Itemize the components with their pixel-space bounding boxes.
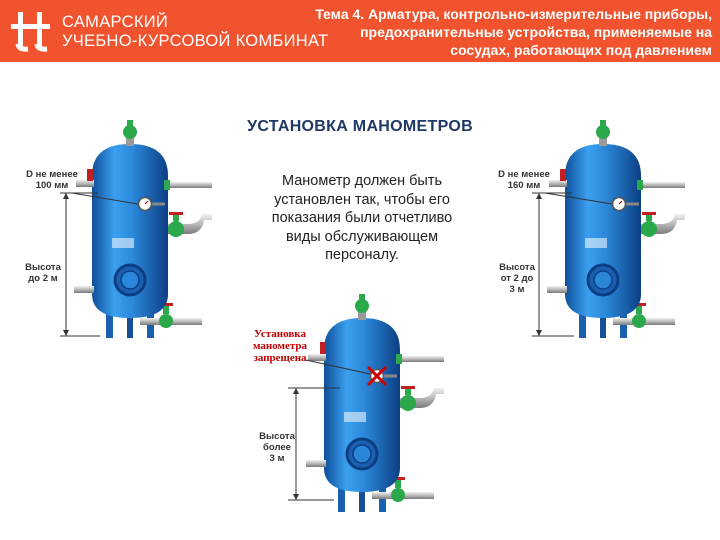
logo-line-2: УЧЕБНО-КУРСОВОЙ КОМБИНАТ (62, 32, 329, 50)
vessel-left (60, 118, 214, 340)
warning-line-1: Установка (254, 328, 306, 340)
diameter-right-line-1: D не менее (498, 169, 550, 180)
height-right-line-1: Высота (499, 262, 535, 273)
diameter-right-line-2: 160 мм (507, 180, 541, 191)
height-left-line-2: до 2 м (28, 273, 58, 284)
red-cross-icon (366, 365, 388, 387)
height-center-line-1: Высота (259, 431, 295, 442)
height-label-center: Высота более 3 м (254, 431, 300, 464)
slide-title: УСТАНОВКА МАНОМЕТРОВ (247, 118, 473, 135)
logo-text: САМАРСКИЙ УЧЕБНО-КУРСОВОЙ КОМБИНАТ (62, 13, 328, 51)
vessel-right (532, 118, 687, 340)
height-right-line-2: от 2 до (500, 273, 534, 284)
diameter-label-left: D не менее 100 мм (20, 169, 84, 191)
diameter-label-right: D не менее 160 мм (492, 169, 556, 191)
height-label-right: Высота от 2 до 3 м (494, 262, 540, 295)
warning-label: Установка манометра запрещена (244, 328, 316, 364)
t-plus-logo-icon (11, 12, 50, 52)
topic-title: Тема 4. Арматура, контрольно-измерительн… (315, 6, 712, 58)
warning-line-3: запрещена (253, 352, 307, 364)
height-label-left: Высота до 2 м (20, 262, 66, 284)
height-right-line-3: 3 м (509, 284, 525, 295)
red-valve-right (560, 169, 566, 181)
installation-note: Манометр должен быть установлен так, что… (271, 173, 453, 263)
red-valve-left (87, 169, 93, 181)
header-bar: САМАРСКИЙ УЧЕБНО-КУРСОВОЙ КОМБИНАТ Тема … (0, 0, 720, 62)
logo-line-1: САМАРСКИЙ (62, 13, 169, 31)
diameter-left-line-2: 100 мм (35, 180, 69, 191)
diameter-left-line-1: D не менее (26, 169, 78, 180)
height-center-line-2: более (263, 442, 291, 453)
vessel-center (288, 292, 446, 514)
height-center-line-3: 3 м (269, 453, 285, 464)
warning-line-2: манометра (252, 340, 308, 352)
height-left-line-1: Высота (25, 262, 61, 273)
red-valve-center (320, 342, 326, 354)
